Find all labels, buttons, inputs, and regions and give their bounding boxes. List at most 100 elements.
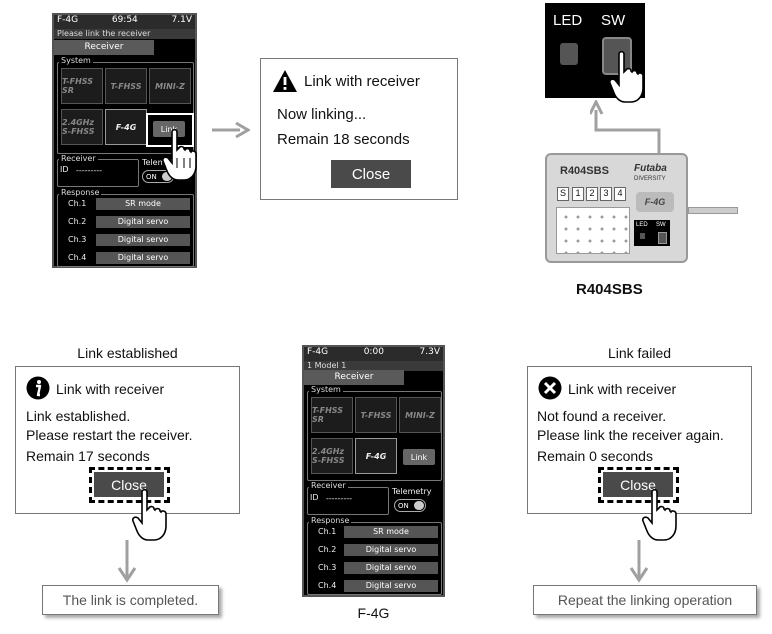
id-value: --------- (76, 166, 102, 175)
antenna-cable (688, 207, 738, 214)
close-selection-highlight (596, 465, 681, 505)
timer: 0:00 (363, 347, 384, 357)
close-button[interactable]: Close (603, 472, 673, 497)
dialog-line: Link established. (26, 408, 131, 424)
response-label: Response (309, 516, 352, 525)
logo-tfhss[interactable]: T-FHSS (355, 397, 397, 433)
transmitter-screen-middle: F-4G 0:00 7.3V 1 Model 1 Receiver System… (302, 345, 445, 597)
channel-mode[interactable]: Digital servo (96, 216, 190, 228)
channel-mode[interactable]: Digital servo (96, 252, 190, 264)
pin-connector-block (556, 207, 630, 254)
channel-mode[interactable]: Digital servo (96, 234, 190, 246)
logo-f4g[interactable]: F-4G (105, 109, 147, 145)
hand-pointer-icon (609, 50, 644, 103)
battery-voltage: 7.1V (171, 15, 192, 25)
hand-pointer-icon (132, 488, 167, 541)
port-label: 2 (586, 187, 598, 201)
system-group (307, 391, 442, 481)
receiver-tab[interactable]: Receiver (54, 40, 154, 55)
close-selection-highlight (87, 465, 172, 505)
failed-heading: Link failed (607, 345, 672, 361)
established-result: The link is completed. (42, 585, 219, 615)
channel-label: Ch.3 (68, 235, 87, 244)
failed-dialog: Link with receiver Not found a receiver.… (527, 366, 752, 514)
channel-label: Ch.4 (318, 581, 337, 590)
arrow-right-icon (212, 121, 250, 139)
telemetry-label: Telemetry (142, 158, 182, 167)
dialog-line: Please restart the receiver. (26, 427, 193, 443)
dialog-title: Link with receiver (56, 381, 165, 397)
receiver-label: Receiver (59, 154, 98, 163)
logo-tfhss-sr[interactable]: T-FHSS SR (61, 68, 103, 104)
failed-result: Repeat the linking operation (533, 585, 757, 615)
mini-led-indicator (640, 233, 645, 239)
status-bar: F-4G 69:54 7.1V (54, 15, 195, 29)
logo-tfhss[interactable]: T-FHSS (105, 68, 147, 104)
id-label: ID (310, 493, 319, 502)
led-label: LED (553, 12, 583, 29)
telemetry-toggle[interactable]: ON (394, 499, 426, 512)
channel-mode[interactable]: SR mode (344, 526, 438, 538)
close-button[interactable]: Close (331, 160, 411, 188)
response-group (57, 194, 194, 267)
channel-label: Ch.1 (68, 199, 87, 208)
receiver-group (307, 487, 389, 515)
receiver-label: Receiver (309, 481, 348, 490)
status-bar: F-4G 0:00 7.3V (304, 347, 443, 361)
status-message: Please link the receiver (54, 29, 195, 39)
dialog-line: Not found a receiver. (537, 408, 667, 424)
hand-pointer-icon (642, 488, 677, 541)
telemetry-label: Telemetry (392, 487, 432, 496)
logo-f4g[interactable]: F-4G (355, 438, 397, 474)
dialog-title: Link with receiver (304, 73, 420, 90)
link-selection-highlight (146, 113, 194, 147)
sw-label: SW (601, 12, 626, 29)
logo-miniz[interactable]: MINI-Z (399, 397, 441, 433)
mini-sw-label: SW (656, 222, 666, 228)
dialog-line: Now linking... (277, 106, 367, 123)
channel-mode[interactable]: SR mode (96, 198, 190, 210)
f4g-badge-icon: F-4G (636, 192, 674, 212)
receiver-group (57, 159, 139, 187)
channel-mode[interactable]: Digital servo (344, 544, 438, 556)
logo-sfhss[interactable]: 2.4GHz S-FHSS (311, 438, 353, 474)
status-message: 1 Model 1 (304, 361, 443, 371)
model-name: F-4G (307, 347, 329, 357)
dialog-remain: Remain 18 seconds (277, 131, 410, 148)
model-name: F-4G (57, 15, 79, 25)
established-dialog: Link with receiver Link established. Ple… (15, 366, 240, 514)
port-label: 1 (572, 187, 584, 201)
response-group (307, 522, 442, 595)
receiver-model-label: R404SBS (560, 165, 609, 177)
close-button[interactable]: Close (94, 472, 164, 497)
logo-miniz[interactable]: MINI-Z (149, 68, 191, 104)
hand-pointer-icon (162, 128, 197, 181)
channel-mode[interactable]: Digital servo (344, 580, 438, 592)
channel-label: Ch.1 (318, 527, 337, 536)
logo-tfhss-sr[interactable]: T-FHSS SR (311, 397, 353, 433)
link-button[interactable]: Link (403, 449, 435, 465)
receiver-caption: R404SBS (576, 281, 643, 298)
mini-sw-button[interactable] (658, 232, 667, 244)
system-group (57, 62, 194, 154)
receiver-tab[interactable]: Receiver (304, 370, 404, 385)
channel-label: Ch.2 (68, 217, 87, 226)
id-label: ID (60, 165, 69, 174)
channel-mode[interactable]: Digital servo (344, 562, 438, 574)
dialog-title: Link with receiver (568, 381, 677, 397)
port-label: 3 (600, 187, 612, 201)
channel-label: Ch.2 (318, 545, 337, 554)
established-heading: Link established (77, 345, 178, 361)
dialog-line: Please link the receiver again. (537, 427, 724, 443)
led-indicator (560, 43, 578, 65)
port-label: 4 (614, 187, 626, 201)
brand-sub-label: DIVERSITY (634, 176, 666, 182)
info-icon (26, 376, 50, 400)
warning-icon (273, 70, 297, 92)
linking-dialog: Link with receiver Now linking... Remain… (260, 58, 458, 200)
mini-led-label: LED (636, 222, 648, 228)
arrow-down-icon (629, 540, 649, 583)
response-label: Response (59, 188, 102, 197)
error-icon (538, 376, 562, 400)
logo-sfhss[interactable]: 2.4GHz S-FHSS (61, 109, 103, 145)
